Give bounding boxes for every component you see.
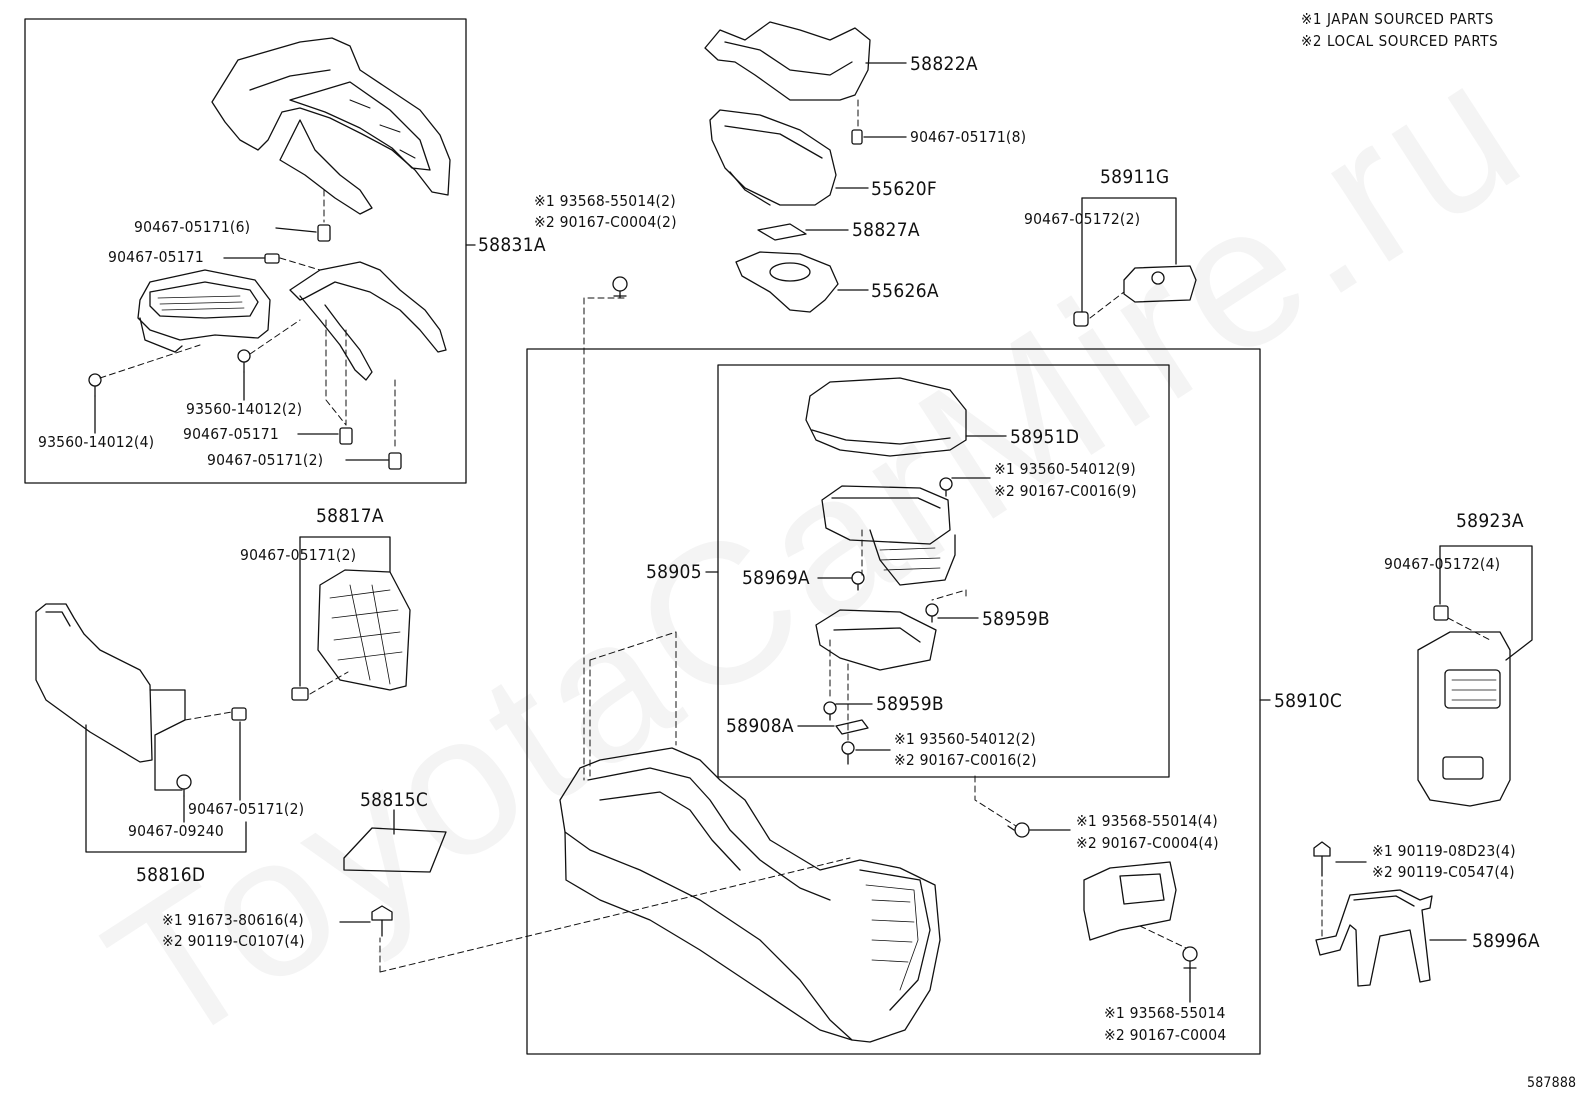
- screw-93568-55014-2: [612, 276, 628, 299]
- part-58996A-bracket: [1315, 889, 1433, 987]
- part-58911G: [1123, 265, 1197, 303]
- frame-58910C: [526, 348, 1261, 1055]
- frame-58905: [717, 364, 1170, 778]
- label-58951D: 58951D: [1010, 426, 1080, 448]
- bolt-90119-08D23: [1313, 841, 1331, 877]
- screw-93568-55014-4: [1007, 822, 1030, 838]
- screw-93568-55014: [1182, 946, 1198, 973]
- label-55626A: 55626A: [871, 280, 939, 302]
- label-90467-05171-8: 90467-05171(8): [910, 128, 1027, 146]
- label-58831A: 58831A: [478, 234, 546, 256]
- label-93560-54012-2: ※1 93560-54012(2): [894, 730, 1036, 748]
- part-58817A: [317, 569, 411, 691]
- label-58817A: 58817A: [316, 505, 384, 527]
- label-90167-C0004-2: ※2 90167-C0004(2): [534, 213, 677, 231]
- frame-58831A: [24, 18, 467, 484]
- upper-console-panel: [211, 37, 451, 215]
- shift-panel: [137, 269, 271, 353]
- label-93560-14012-2: 93560-14012(2): [186, 400, 303, 418]
- part-58908A: [835, 719, 869, 735]
- label-90467-05172-4: 90467-05172(4): [1384, 555, 1501, 573]
- label-58969A: 58969A: [742, 567, 810, 589]
- leader-lines-58817A: [299, 536, 391, 687]
- label-93568-55014-4: ※1 93568-55014(4): [1076, 812, 1218, 830]
- leader-dashes-lower-bolt: [379, 857, 851, 973]
- label-90467-05172-2: 90467-05172(2): [1024, 210, 1141, 228]
- bolt-91673-80616: [371, 905, 393, 937]
- leader-lines-58816D: [85, 721, 247, 853]
- screws-inner-box: [823, 477, 953, 765]
- label-58959B-a: 58959B: [982, 608, 1050, 630]
- label-55620F: 55620F: [871, 178, 937, 200]
- part-console-bracket: [1083, 861, 1177, 941]
- leader-lines-inner-box: [705, 435, 1271, 751]
- leader-lines-58911G: [1081, 197, 1177, 313]
- label-58816D: 58816D: [136, 864, 206, 886]
- footer-code: 587888: [1527, 1075, 1577, 1091]
- label-58815C: 58815C: [360, 789, 429, 811]
- label-58822A: 58822A: [910, 53, 978, 75]
- label-90467-05171-6: 90467-05171(6): [134, 218, 251, 236]
- label-58959B-b: 58959B: [876, 693, 944, 715]
- lower-console-panel: [289, 261, 447, 381]
- label-58911G: 58911G: [1100, 166, 1170, 188]
- label-90119-08D23-4: ※1 90119-08D23(4): [1372, 842, 1516, 860]
- leader-lines-upper-left: [94, 227, 476, 461]
- part-58951D-armrest-lid: [805, 377, 967, 457]
- label-58827A: 58827A: [852, 219, 920, 241]
- label-90467-05171-b: 90467-05171: [183, 425, 279, 443]
- label-90167-C0016-9: ※2 90167-C0016(9): [994, 482, 1137, 500]
- part-55620F: [709, 109, 837, 206]
- label-58905: 58905: [646, 561, 702, 583]
- leader-dashes-inner-box: [829, 529, 1017, 827]
- clip-90467-05171-8: [851, 129, 863, 145]
- label-58996A: 58996A: [1472, 930, 1540, 952]
- leader-dashes-body: [589, 631, 677, 779]
- part-58827A: [757, 223, 807, 241]
- clip-icons-upper-left: [88, 224, 402, 470]
- label-91673-80616-4: ※1 91673-80616(4): [162, 911, 304, 929]
- label-90467-05171-a: 90467-05171: [108, 248, 204, 266]
- label-93568-55014: ※1 93568-55014: [1104, 1004, 1226, 1022]
- label-90467-09240: 90467-09240: [128, 822, 224, 840]
- label-90167-C0016-2: ※2 90167-C0016(2): [894, 751, 1037, 769]
- leader-dashes-upper-left: [99, 189, 396, 451]
- clip-90467-05172-2: [1073, 311, 1089, 327]
- part-58923A-rear-panel: [1417, 631, 1511, 807]
- leader-lines-top-center: [805, 62, 907, 291]
- part-58816D: [35, 603, 186, 791]
- part-hinge-base: [821, 485, 956, 586]
- part-55626A: [735, 251, 839, 313]
- label-90467-05171-2a: 90467-05171(2): [207, 451, 324, 469]
- label-90467-05171-2b: 90467-05171(2): [240, 546, 357, 564]
- label-90467-05171-2c: 90467-05171(2): [188, 800, 305, 818]
- label-93560-54012-9: ※1 93560-54012(9): [994, 460, 1136, 478]
- label-90167-C0004: ※2 90167-C0004: [1104, 1026, 1227, 1044]
- label-90119-C0547-4: ※2 90119-C0547(4): [1372, 863, 1515, 881]
- clip-90467-05172-4: [1433, 605, 1449, 621]
- clip-58817A: [291, 687, 309, 701]
- part-58815C-pad: [343, 827, 447, 873]
- clip-90467-09240: [176, 774, 192, 797]
- label-58908A: 58908A: [726, 715, 794, 737]
- part-tray-58908: [815, 609, 937, 671]
- note-japan-sourced: ※1 JAPAN SOURCED PARTS: [1301, 10, 1494, 28]
- console-body: [559, 747, 941, 1043]
- note-local-sourced: ※2 LOCAL SOURCED PARTS: [1301, 32, 1499, 50]
- label-58923A: 58923A: [1456, 510, 1524, 532]
- clip-90467-05171-2c: [231, 707, 247, 721]
- label-93568-55014-2: ※1 93568-55014(2): [534, 192, 676, 210]
- label-90167-C0004-4: ※2 90167-C0004(4): [1076, 834, 1219, 852]
- label-90119-C0107-4: ※2 90119-C0107(4): [162, 932, 305, 950]
- part-58822A: [704, 21, 871, 101]
- leader-lines-58923A: [1439, 545, 1533, 661]
- label-93560-14012-4: 93560-14012(4): [38, 433, 155, 451]
- leader-dashes-top-center: [583, 99, 859, 781]
- label-58910C: 58910C: [1274, 690, 1343, 712]
